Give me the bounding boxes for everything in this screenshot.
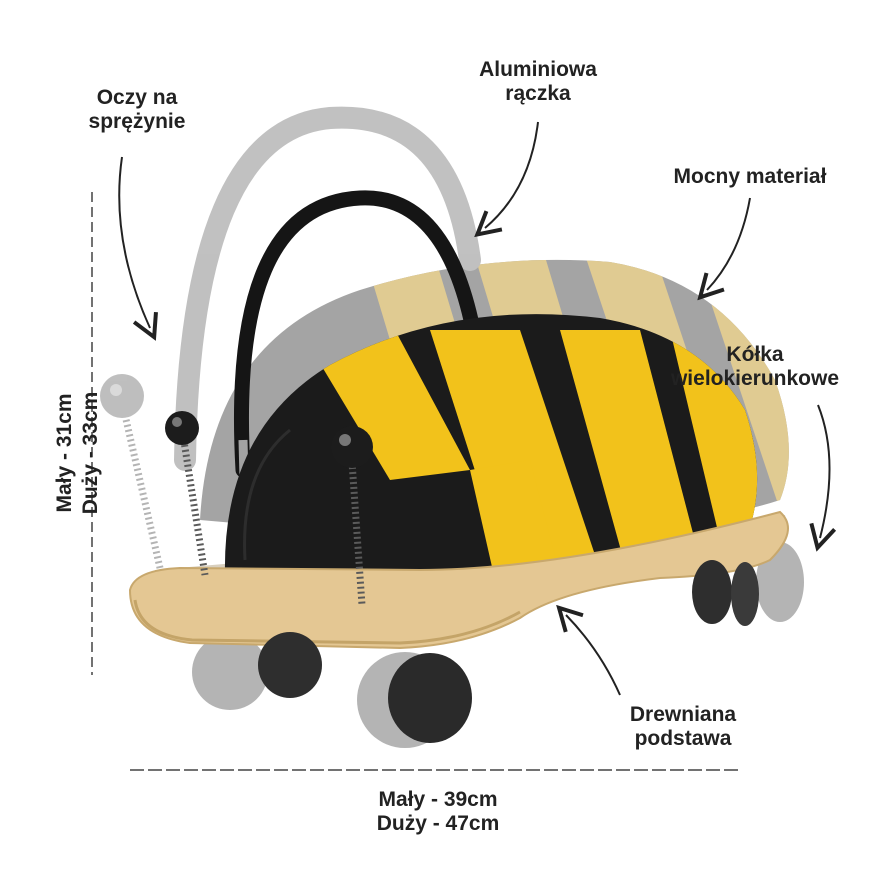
dimension-large: Duży - 47cm — [376, 811, 500, 835]
width-dimension: Mały - 39cm Duży - 47cm — [338, 788, 538, 835]
callout-spring-eyes: Oczy na sprężynie — [52, 86, 222, 133]
callout-line: podstawa — [634, 726, 732, 750]
height-dimension: Mały - 31cm Duży - 33cm — [52, 358, 105, 548]
swivel-wheels — [258, 560, 759, 743]
wooden-base — [128, 510, 789, 650]
bee-body — [224, 314, 758, 579]
callout-wooden-base: Drewniana podstawa — [588, 703, 778, 750]
dimension-large: Duży - 33cm — [79, 391, 103, 515]
dimension-small: Mały - 31cm — [53, 393, 76, 513]
eyes-arrow — [118, 156, 150, 328]
callout-line: Mocny materiał — [673, 165, 827, 188]
callout-line: Aluminiowa — [479, 58, 597, 81]
spring-eyes — [165, 411, 373, 606]
wheels-arrow — [818, 404, 830, 538]
callout-aluminium-handle: Aluminiowa rączka — [443, 58, 633, 105]
callout-line: wielokierunkowe — [670, 366, 840, 390]
callout-line: rączka — [505, 81, 571, 105]
handle-arrow — [485, 121, 539, 228]
callout-line: Drewniana — [629, 703, 737, 726]
material-arrow — [707, 197, 751, 290]
callout-strong-material: Mocny materiał — [640, 165, 860, 189]
callout-line: Kółka — [726, 343, 784, 366]
callout-line: Oczy na — [96, 86, 178, 109]
callout-swivel-wheels: Kółka wielokierunkowe — [640, 343, 870, 390]
callout-line: sprężynie — [88, 109, 186, 133]
dimension-small: Mały - 39cm — [378, 788, 498, 811]
base-arrow — [566, 615, 621, 696]
